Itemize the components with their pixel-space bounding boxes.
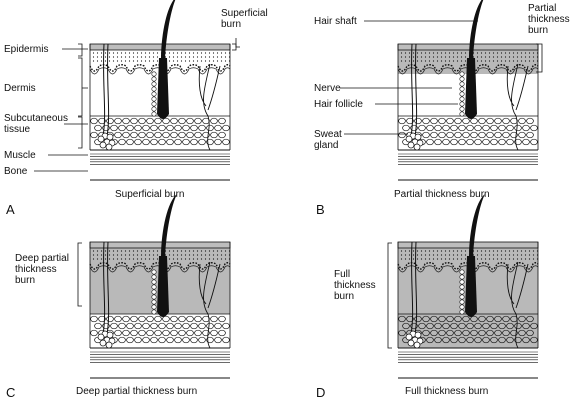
epidermis-layer <box>397 43 539 51</box>
bracket-deep-partial <box>77 242 82 307</box>
label-deep-partial-burn: Deep partial thickness burn <box>15 253 69 286</box>
panel-letter-a: A <box>6 202 15 217</box>
panel-letter-b: B <box>316 202 325 217</box>
caption-c: Deep partial thickness burn <box>76 386 198 397</box>
hair-shaft <box>469 194 485 258</box>
bracket-epidermis <box>78 43 83 57</box>
caption-b: Partial thickness burn <box>394 189 490 200</box>
subcutaneous-fat <box>398 315 538 344</box>
skin-panel-a <box>89 0 231 181</box>
subcutaneous-fat <box>90 315 230 344</box>
sweat-gland <box>405 330 424 349</box>
nerve <box>198 63 221 117</box>
nerve <box>506 261 529 315</box>
panel-letter-d: D <box>316 385 326 400</box>
bracket-full-thickness <box>387 242 392 349</box>
leader-lines <box>34 20 543 349</box>
epidermis-layer <box>89 43 231 51</box>
label-epidermis: Epidermis <box>4 44 49 55</box>
label-subcutaneous-tissue: Subcutaneous tissue <box>4 113 68 135</box>
label-dermis: Dermis <box>4 83 36 94</box>
skin-panel-d <box>397 194 539 379</box>
hair-shaft <box>161 0 176 60</box>
sweat-gland-duct <box>410 241 414 335</box>
label-superficial-burn: Superficial burn <box>221 8 268 30</box>
sweat-gland <box>405 132 424 151</box>
sweat-gland-duct <box>410 43 414 137</box>
nerve <box>506 63 529 117</box>
label-hair-follicle: Hair follicle <box>314 99 363 110</box>
epidermis-layer <box>397 241 539 249</box>
nerve <box>198 261 221 315</box>
caption-d: Full thickness burn <box>405 386 489 397</box>
subcutaneous-fat <box>90 117 230 146</box>
hair-shaft <box>161 194 177 258</box>
bracket-dermis <box>78 57 88 117</box>
skin-panel-b <box>397 0 539 181</box>
bracket-superficial <box>232 43 237 51</box>
skin-panel-c <box>89 194 231 379</box>
label-partial-thickness-burn: Partial thickness burn <box>528 3 570 36</box>
label-nerve: Nerve <box>314 83 341 94</box>
sweat-gland-duct <box>102 241 106 335</box>
hair-follicle <box>465 58 477 119</box>
label-bone: Bone <box>4 166 28 177</box>
sweat-gland <box>97 330 116 349</box>
caption-a: Superficial burn <box>115 189 185 200</box>
label-sweat-gland: Sweat gland <box>314 129 342 151</box>
sweat-gland-duct <box>102 43 106 137</box>
hair-shaft <box>469 0 484 60</box>
bracket-subcutaneous <box>64 116 88 149</box>
panel-letter-c: C <box>6 385 16 400</box>
bracket-partial <box>536 43 543 73</box>
label-muscle: Muscle <box>4 150 36 161</box>
hair-follicle <box>157 58 169 119</box>
sweat-gland <box>97 132 116 151</box>
label-full-thickness-burn: Full thickness burn <box>334 269 376 302</box>
epidermis-layer <box>89 241 231 249</box>
hair-follicle <box>465 256 477 317</box>
label-hair-shaft: Hair shaft <box>314 16 357 27</box>
hair-follicle <box>157 256 169 317</box>
